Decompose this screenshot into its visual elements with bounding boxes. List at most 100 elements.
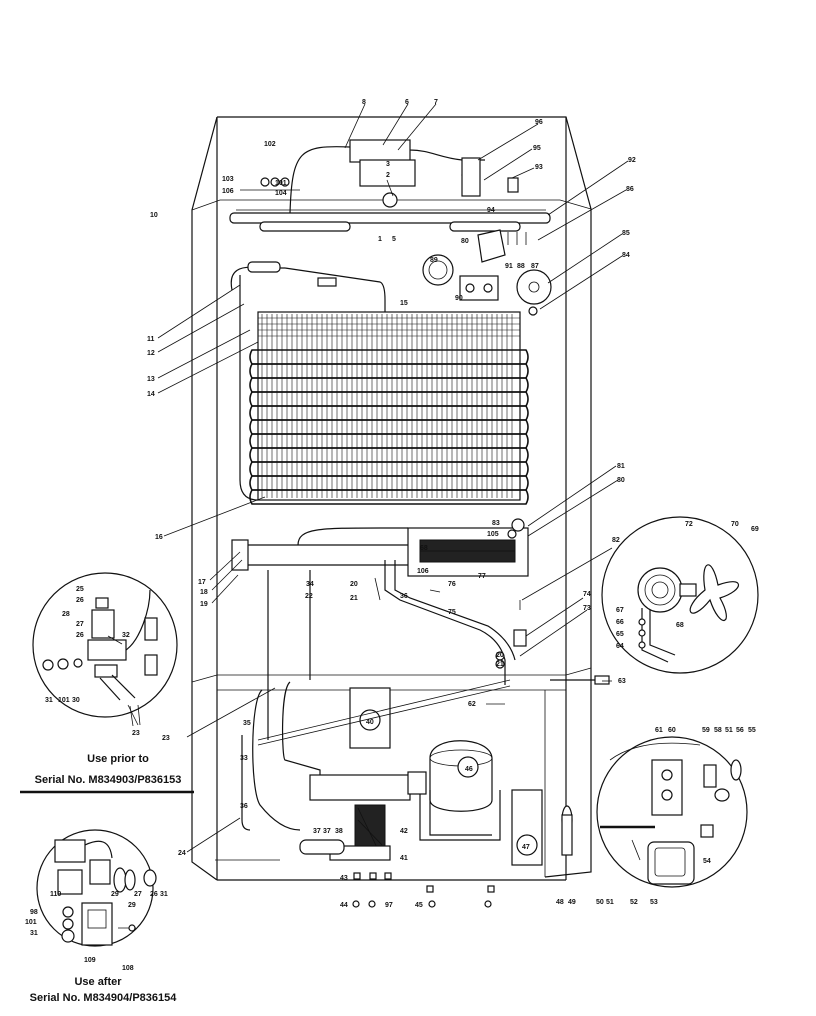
- leader-lines: [107, 103, 629, 853]
- callout-label: 106: [222, 188, 234, 195]
- callout-label: 21: [350, 595, 358, 602]
- upper-control-parts: [422, 229, 552, 316]
- callout-label: 20: [496, 652, 504, 659]
- callout-label: 89: [430, 257, 438, 264]
- callout-label: 13: [147, 376, 155, 383]
- callout-label: 105: [487, 531, 499, 538]
- callout-label: 93: [535, 164, 543, 171]
- callout-label: 77: [478, 573, 486, 580]
- callout-label: 7: [434, 99, 438, 106]
- callout-label: 48: [556, 899, 564, 906]
- callout-label: 45: [415, 902, 423, 909]
- callout-label: 82: [612, 537, 620, 544]
- callout-label: 63: [618, 678, 626, 685]
- callout-labels: 8 6 7 96 95 93 92 86 85 84 3 2 1 5 102 1…: [25, 99, 759, 972]
- callout-label: 21: [496, 661, 504, 668]
- callout-label: 11: [147, 336, 155, 343]
- callout-label: 1: [378, 236, 382, 243]
- callout-label: 84: [622, 252, 630, 259]
- callout-label: 67: [616, 607, 624, 614]
- callout-label: 26: [150, 891, 158, 898]
- callout-label: 31: [45, 697, 53, 704]
- callout-label: 70: [731, 521, 739, 528]
- callout-label: 73: [583, 605, 591, 612]
- callout-label: 41: [400, 855, 408, 862]
- callout-label: 94: [487, 207, 495, 214]
- callout-label: 3: [386, 161, 390, 168]
- callout-label: 16: [155, 534, 163, 541]
- callout-label: 33: [240, 755, 248, 762]
- callout-label: 91: [505, 263, 513, 270]
- callout-label: 55: [748, 727, 756, 734]
- callout-label: 37: [313, 828, 321, 835]
- callout-label: 69: [751, 526, 759, 533]
- callout-label: 51: [725, 727, 733, 734]
- callout-label: 10: [150, 212, 158, 219]
- callout-label: 103: [222, 176, 234, 183]
- callout-label: 85: [622, 230, 630, 237]
- callout-label: 32: [122, 632, 130, 639]
- callout-label: 88: [517, 263, 525, 270]
- callout-label: 56: [736, 727, 744, 734]
- callout-label: 53: [650, 899, 658, 906]
- callout-label: 29: [128, 902, 136, 909]
- callout-label: 65: [616, 631, 624, 638]
- compressor-assembly: [257, 675, 610, 866]
- caption-prior-line1: Use prior to: [87, 753, 149, 765]
- callout-label: 43: [340, 875, 348, 882]
- callout-label: 23: [132, 730, 140, 737]
- callout-label: 109: [84, 957, 96, 964]
- callout-label: 58: [714, 727, 722, 734]
- callout-label: 12: [147, 350, 155, 357]
- bottom-fasteners: [352, 872, 495, 908]
- detail-relay-overload: [596, 736, 748, 888]
- callout-label: 90: [455, 295, 463, 302]
- caption-after-line1: Use after: [74, 976, 122, 988]
- water-lines: [215, 570, 321, 861]
- callout-label: 104: [275, 190, 287, 197]
- caption-after-line2: Serial No. M834904/P836154: [30, 992, 178, 1004]
- callout-label: 50: [596, 899, 604, 906]
- ice-maker-assembly: [231, 518, 529, 685]
- callout-label: 30: [72, 697, 80, 704]
- callout-label: 15: [400, 300, 408, 307]
- callout-label: 31: [30, 930, 38, 937]
- callout-label: 37: [323, 828, 331, 835]
- callout-label: 18: [200, 589, 208, 596]
- callout-label: 81: [617, 463, 625, 470]
- callout-label: 26: [76, 597, 84, 604]
- callout-label: 101: [58, 697, 70, 704]
- callout-label: 2: [386, 172, 390, 179]
- callout-label: 110: [50, 891, 61, 898]
- callout-label: 26: [76, 632, 84, 639]
- callout-label: 49: [568, 899, 576, 906]
- callout-label: 31: [160, 891, 168, 898]
- callout-label: 5: [392, 236, 396, 243]
- callout-label: 76: [448, 581, 456, 588]
- callout-label: 108: [122, 965, 134, 972]
- callout-label: 95: [533, 145, 541, 152]
- callout-label: 59: [702, 727, 710, 734]
- callout-label: 68: [676, 622, 684, 629]
- callout-label: 96: [535, 119, 543, 126]
- callout-label: 83: [492, 520, 500, 527]
- callout-label: 17: [198, 579, 206, 586]
- callout-label: 14: [147, 391, 155, 398]
- callout-label: 27: [134, 891, 142, 898]
- callout-label: 42: [400, 828, 408, 835]
- top-header-assembly: [229, 139, 551, 232]
- callout-label: 24: [178, 850, 186, 857]
- callout-label: 68: [420, 545, 428, 552]
- evaporator-tube: [249, 489, 529, 505]
- callout-label: 46: [465, 766, 473, 773]
- callout-label: 62: [468, 701, 476, 708]
- callout-label: 38: [335, 828, 343, 835]
- callout-label: 52: [630, 899, 638, 906]
- detail-water-valve-prior: [32, 572, 178, 726]
- callout-label: 80: [461, 238, 469, 245]
- callout-label: 6: [405, 99, 409, 106]
- callout-label: 64: [616, 643, 624, 650]
- callout-label: 66: [616, 619, 624, 626]
- callout-label: 92: [628, 157, 636, 164]
